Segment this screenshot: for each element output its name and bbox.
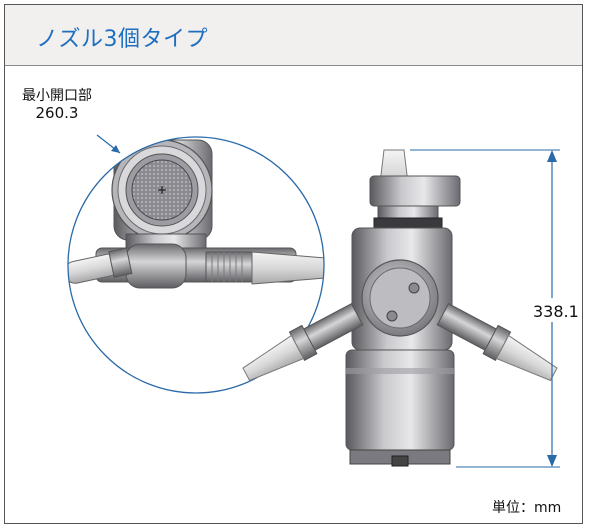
min-opening-title: 最小開口部 bbox=[22, 88, 92, 104]
height-dimension-value: 338.1 bbox=[533, 302, 579, 321]
min-opening-value: 260.3 bbox=[35, 104, 79, 122]
title-bar: ノズル3個タイプ bbox=[5, 5, 582, 66]
dimension-arrow-up-icon bbox=[547, 150, 557, 162]
callout-circle bbox=[67, 136, 325, 394]
dimension-arrow-down-icon bbox=[547, 455, 557, 467]
callout-arrow-icon bbox=[111, 145, 120, 153]
page-title: ノズル3個タイプ bbox=[36, 27, 208, 52]
nozzle-assembly bbox=[242, 149, 558, 467]
detail-callout bbox=[67, 134, 325, 394]
detail-view-top bbox=[68, 139, 324, 289]
unit-label: 単位：mm bbox=[492, 500, 562, 516]
min-opening-label: 最小開口部 260.3 bbox=[22, 88, 92, 122]
height-dimension bbox=[410, 149, 582, 468]
